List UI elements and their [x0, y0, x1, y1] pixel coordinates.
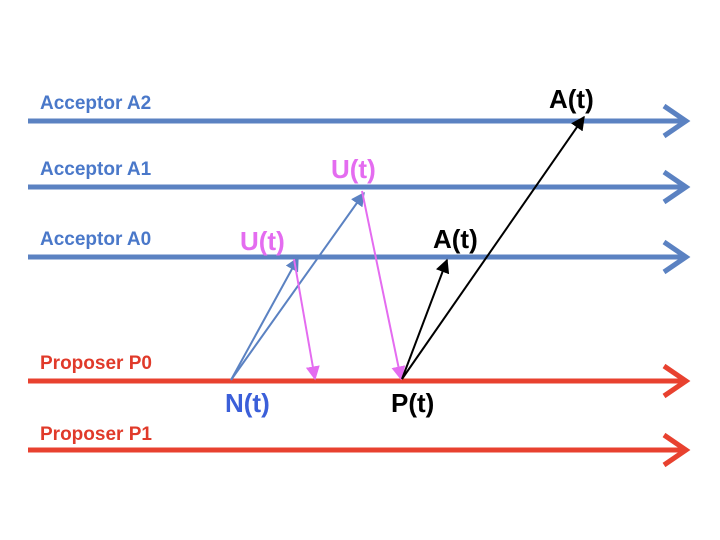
message-n-to-a0 [230, 256, 299, 381]
lane-label: Acceptor A0 [40, 229, 151, 250]
message-label-u-a1: U(t) [331, 154, 376, 184]
message-label-p: P(t) [391, 388, 434, 418]
message-a-to-a2 [401, 115, 585, 380]
message-u-from-a1 [361, 190, 406, 381]
message-u-from-a0 [293, 258, 320, 381]
lane-proposer-p1: Proposer P1 [28, 424, 691, 468]
message-label-a-a0: A(t) [433, 224, 478, 254]
lane-acceptor-a0: Acceptor A0 [28, 229, 691, 275]
lane-proposer-p0: Proposer P0 [28, 353, 691, 399]
timeline-arrowhead [662, 169, 691, 205]
lane-acceptor-a1: Acceptor A1 [28, 159, 691, 205]
lane-label: Proposer P1 [40, 424, 152, 445]
lane-label: Acceptor A2 [40, 93, 151, 114]
lane-label: Acceptor A1 [40, 159, 152, 180]
timeline-arrowhead [662, 239, 691, 275]
timeline-arrowhead [662, 103, 691, 139]
message-n-to-a1 [230, 191, 365, 381]
message-label-u-a0: U(t) [240, 226, 285, 256]
timeline-arrowhead [662, 363, 691, 399]
timeline-arrowhead [662, 432, 691, 468]
message-a-to-a0 [401, 258, 450, 380]
lane-label: Proposer P0 [40, 353, 152, 374]
message-label-n: N(t) [225, 388, 270, 418]
message-label-a-a2: A(t) [549, 84, 594, 114]
